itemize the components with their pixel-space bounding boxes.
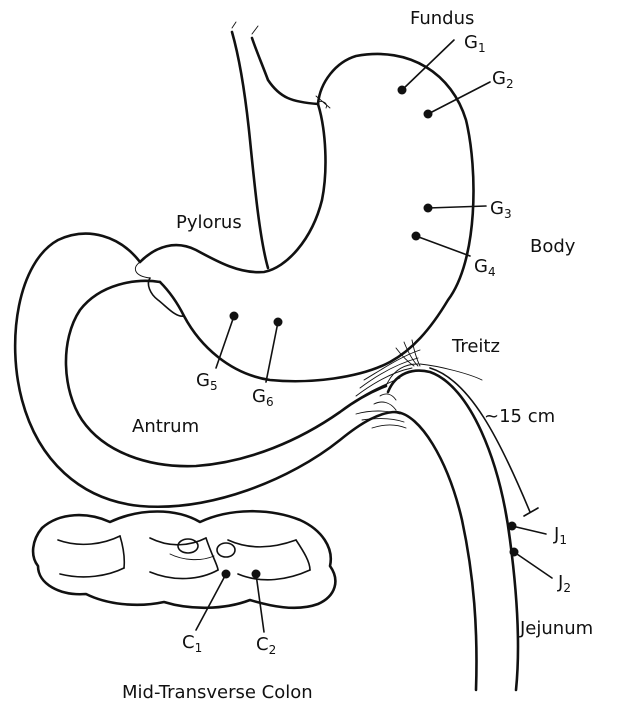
- site-g1-label: G1: [464, 32, 486, 55]
- site-j1-marker: [508, 522, 547, 535]
- site-g4-marker: [412, 232, 471, 257]
- transverse-colon: [33, 511, 335, 608]
- label-treitz: Treitz: [451, 336, 500, 357]
- site-g6-label: G6: [252, 386, 274, 409]
- site-g4-label: G4: [474, 256, 496, 279]
- duodenum: [15, 234, 420, 507]
- site-c1-label: C1: [182, 632, 202, 655]
- site-g1-marker: [398, 40, 455, 95]
- label-pylorus: Pylorus: [176, 212, 242, 233]
- site-g5-label: G5: [196, 370, 218, 393]
- site-g3-label: G3: [490, 198, 512, 221]
- site-g2-label: G2: [492, 68, 514, 91]
- site-g3-marker: [424, 204, 487, 213]
- site-j2-label: J2: [557, 572, 571, 595]
- label-distance: ~15 cm: [484, 406, 555, 427]
- esophagus: [232, 22, 330, 268]
- site-g6-marker: [266, 318, 283, 383]
- label-fundus: Fundus: [410, 8, 474, 29]
- site-j2-marker: [510, 548, 553, 579]
- site-c2-label: C2: [256, 634, 276, 657]
- site-j1-label: J1: [553, 524, 567, 547]
- distance-bracket: [430, 368, 538, 516]
- site-g5-marker: [216, 312, 239, 369]
- site-c1-marker: [196, 570, 231, 631]
- label-colon: Mid-Transverse Colon: [122, 682, 313, 703]
- label-jejunum: Jejunum: [519, 618, 593, 639]
- label-body: Body: [530, 236, 576, 257]
- label-antrum: Antrum: [132, 416, 199, 437]
